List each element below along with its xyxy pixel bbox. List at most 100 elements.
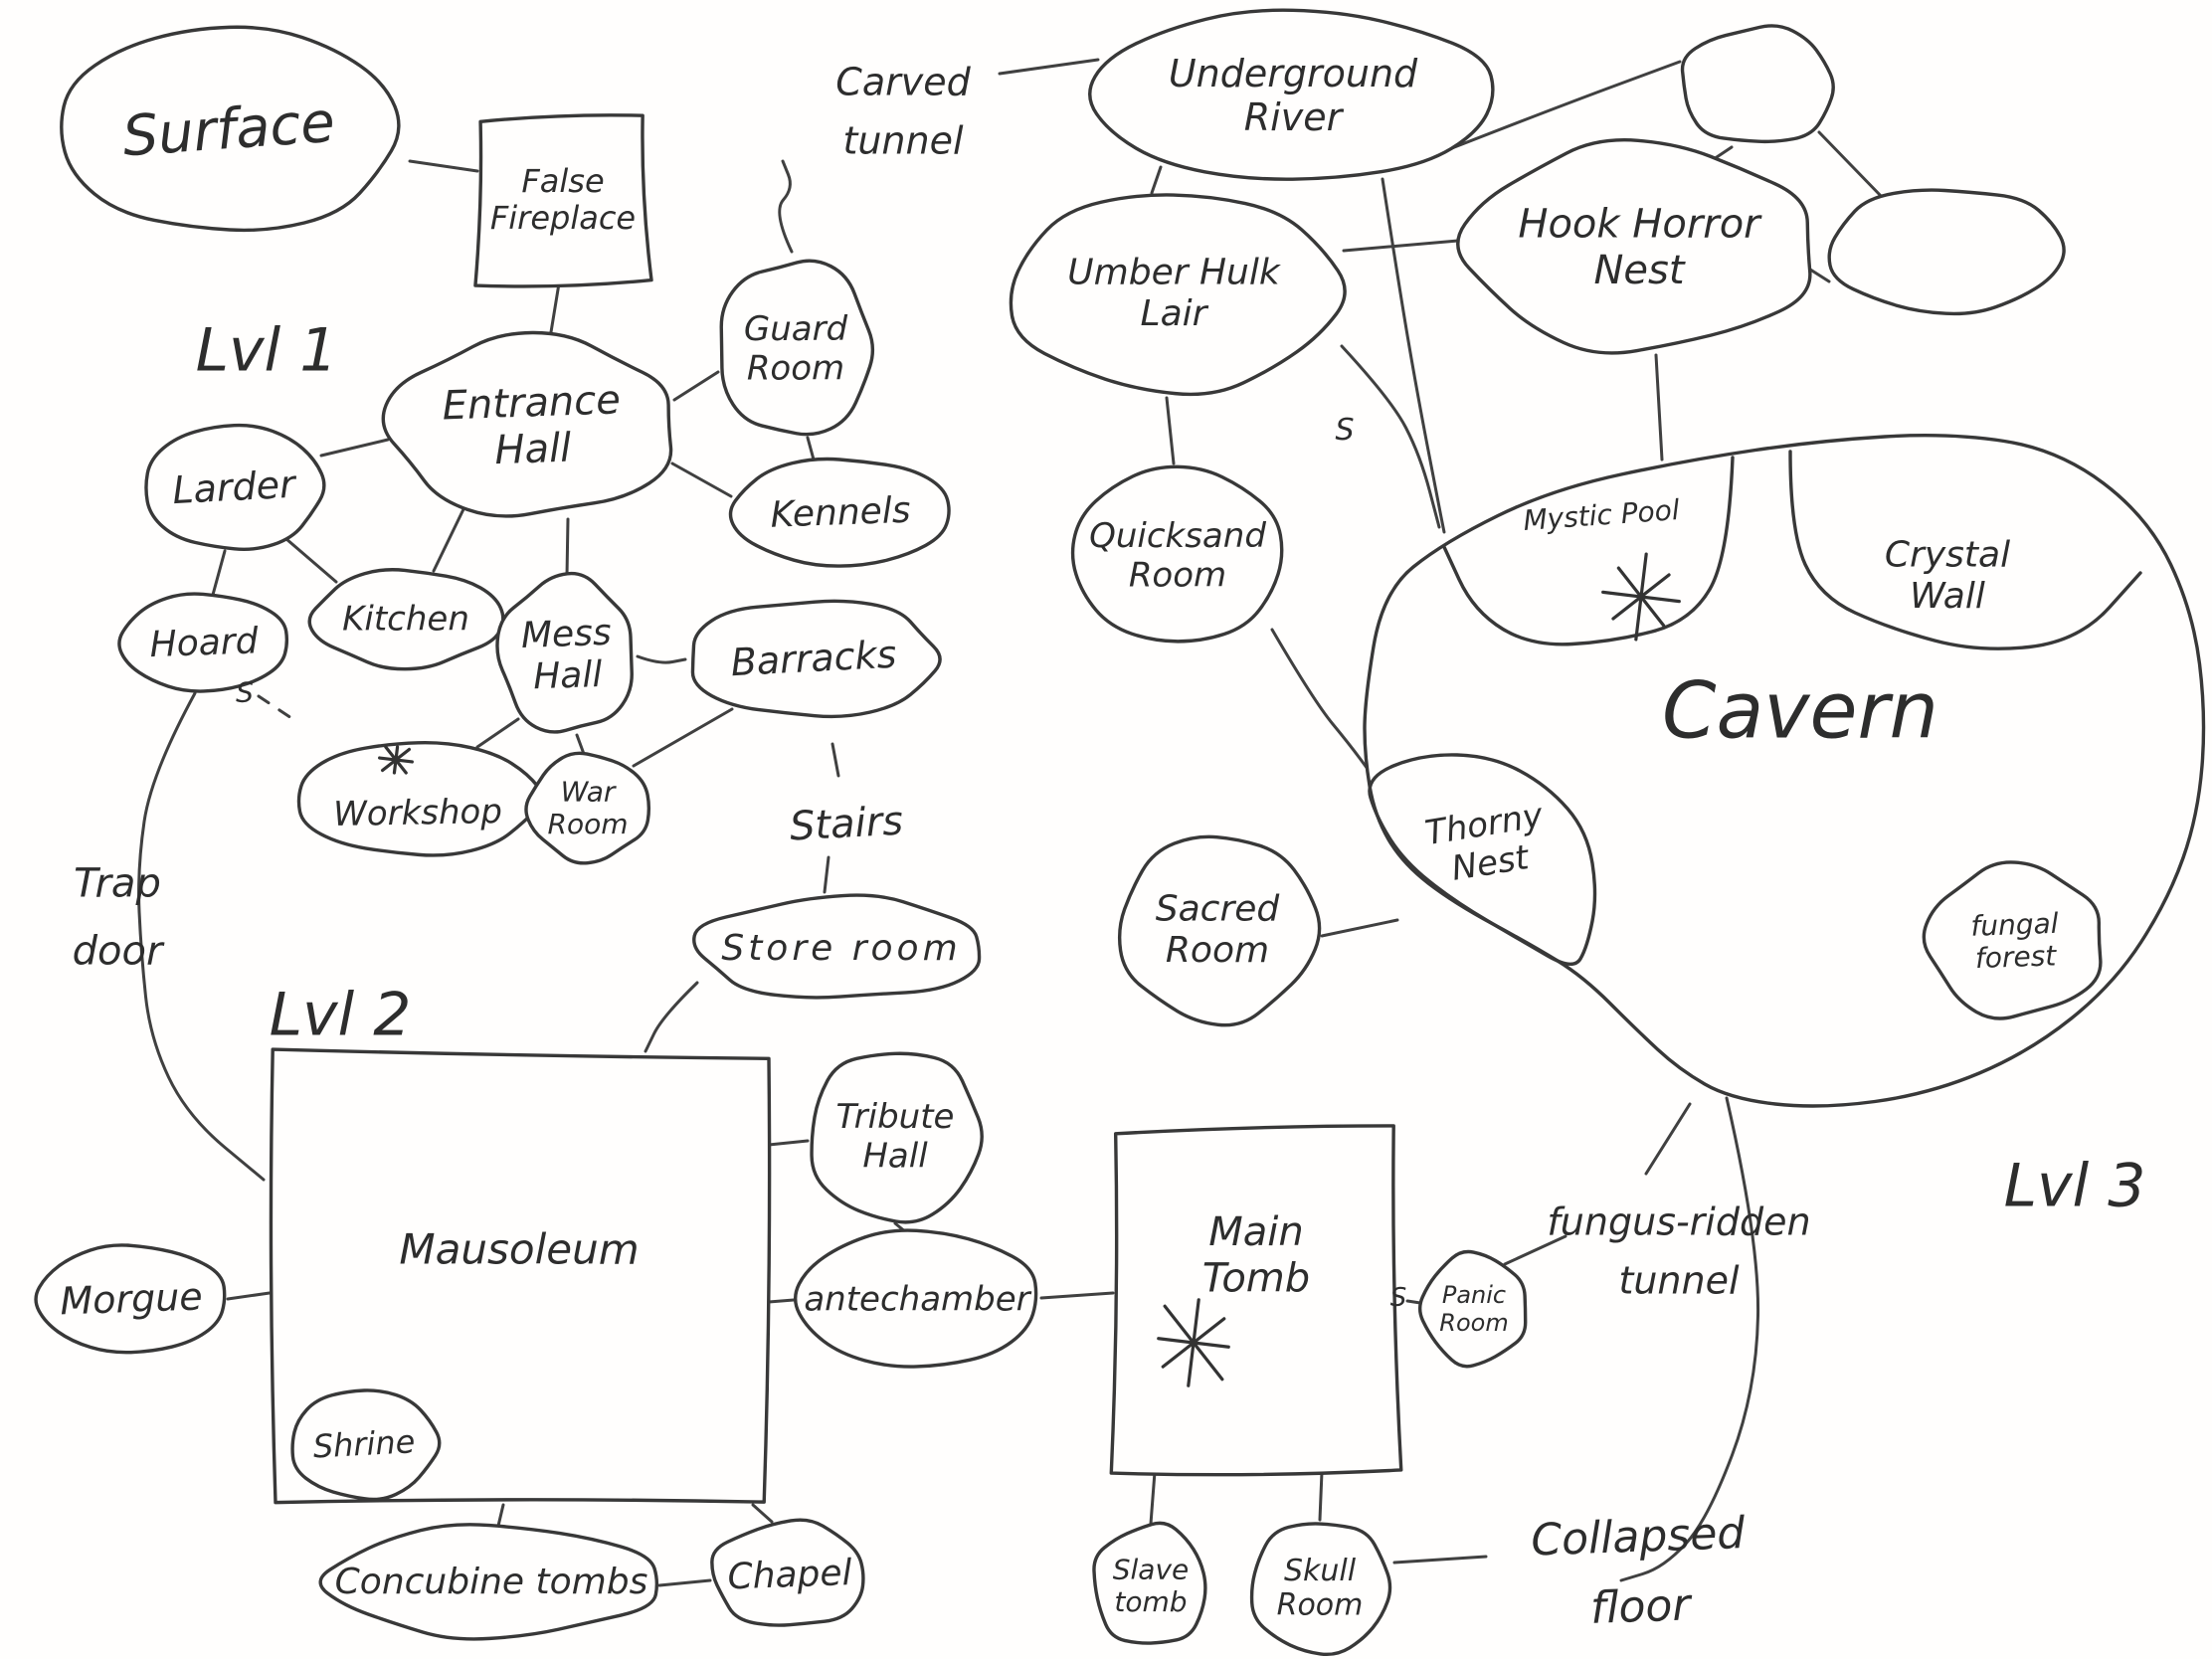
svg-text:Mausoleum: Mausoleum (399, 1224, 639, 1273)
passage-umber-hulk-lair--quicksand-room (1165, 396, 1176, 465)
svg-text:MessHall: MessHall (520, 613, 614, 698)
passage-collapsed-floor--cavern (1619, 1096, 1760, 1582)
svg-text:Store room: Store room (721, 928, 961, 969)
passage-entrance-hall--kitchen (432, 507, 465, 573)
passage-mausoleum--tribute-hall (767, 1139, 810, 1147)
room-false-fireplace (473, 113, 653, 288)
passage-mausoleum--chapel (751, 1503, 774, 1524)
room-quicksand-room (1070, 464, 1284, 644)
room-entrance-hall (381, 330, 673, 518)
passage-underground-river--cavern (1381, 177, 1446, 534)
passage-concubine-tombs--chapel (657, 1578, 712, 1587)
workshop-star-asterisk-icon (378, 745, 414, 775)
room-shrine (290, 1388, 442, 1502)
passage-panic-room--fungus-tunnel (1503, 1234, 1567, 1266)
passage-guard-room--kennels (806, 436, 816, 461)
annotation-stairs: Stairs (789, 799, 904, 850)
passage-main-tomb--skull-room (1318, 1470, 1324, 1522)
mystic-pool-star-asterisk-icon (1601, 552, 1681, 642)
svg-text:Cavern: Cavern (1662, 667, 1938, 757)
room-unlabeled-cave-1 (1680, 24, 1835, 144)
room-label-shrine: Shrine (312, 1422, 416, 1465)
svg-text:Morgue: Morgue (60, 1274, 204, 1323)
passage-barracks--stairs (830, 742, 840, 778)
room-label-cavern: Cavern (1662, 667, 1938, 757)
passage-entrance-hall--mess-hall (565, 517, 570, 578)
passage-mausoleum--antechamber (767, 1298, 796, 1304)
edges-layer (137, 58, 1885, 1587)
room-chapel (710, 1518, 865, 1627)
room-label-antechamber: antechamber (804, 1280, 1031, 1320)
passage-guard-room--carved-tunnel (778, 159, 794, 254)
passage-main-tomb--slave-tomb (1149, 1470, 1157, 1526)
room-antechamber (793, 1228, 1038, 1369)
passage-fungus-tunnel--cavern (1644, 1102, 1692, 1176)
room-sacred-room (1117, 834, 1322, 1027)
room-label-concubine-tombs: Concubine tombs (335, 1562, 648, 1602)
svg-text:fungalforest: fungalforest (1970, 907, 2061, 976)
room-panic-room (1417, 1249, 1528, 1369)
room-thorny-nest (1368, 753, 1597, 966)
passage-mess-hall--workshop (475, 717, 520, 749)
room-hoard (117, 592, 289, 693)
passage-umber-hulk-lair--cavern-secret (1340, 344, 1441, 529)
room-label-morgue: Morgue (60, 1274, 204, 1323)
room-skull-room (1249, 1522, 1392, 1657)
room-war-room (524, 751, 651, 865)
svg-text:Workshop: Workshop (333, 792, 502, 834)
room-label-store-room: Store room (721, 928, 961, 969)
passage-underground-river--umber-hulk-lair (1150, 165, 1163, 195)
passage-quicksand-room--thorny-nest (1270, 628, 1380, 785)
room-kennels (728, 457, 951, 568)
room-umber-hulk-lair (1009, 193, 1347, 397)
annotation-lvl-2: Lvl 2 (270, 980, 412, 1049)
passage-larder--kitchen (284, 537, 338, 584)
room-kitchen (307, 568, 505, 671)
room-crystal-wall (1788, 450, 2142, 650)
svg-text:Concubine tombs: Concubine tombs (335, 1562, 648, 1602)
svg-text:Lvl 2: Lvl 2 (270, 980, 412, 1049)
room-concubine-tombs (318, 1523, 659, 1641)
passage-umber-hulk-lair--hook-horror-nest (1342, 239, 1460, 253)
svg-text:Hoard: Hoard (149, 621, 260, 665)
room-slave-tomb (1092, 1521, 1207, 1645)
room-mess-hall (495, 571, 634, 734)
room-label-kitchen: Kitchen (342, 600, 469, 640)
passage-carved-tunnel--underground-river (998, 58, 1100, 76)
passage-antechamber--main-tomb (1039, 1291, 1115, 1300)
room-guard-room (719, 259, 875, 437)
svg-text:Stairs: Stairs (789, 799, 904, 850)
room-morgue (34, 1243, 227, 1355)
annotation-secret-door-panic: S (1390, 1283, 1407, 1313)
passage-mausoleum--concubine-tombs (496, 1503, 505, 1528)
room-surface (60, 25, 401, 233)
passage-false-fireplace--entrance-hall (548, 281, 561, 340)
room-tribute-hall (810, 1051, 984, 1224)
room-unlabeled-cave-2 (1827, 188, 2066, 316)
svg-text:antechamber: antechamber (804, 1280, 1031, 1320)
svg-text:Barracks: Barracks (730, 633, 898, 685)
passage-larder--entrance-hall (319, 438, 390, 458)
annotation-secret-door-lair: S (1335, 413, 1354, 448)
